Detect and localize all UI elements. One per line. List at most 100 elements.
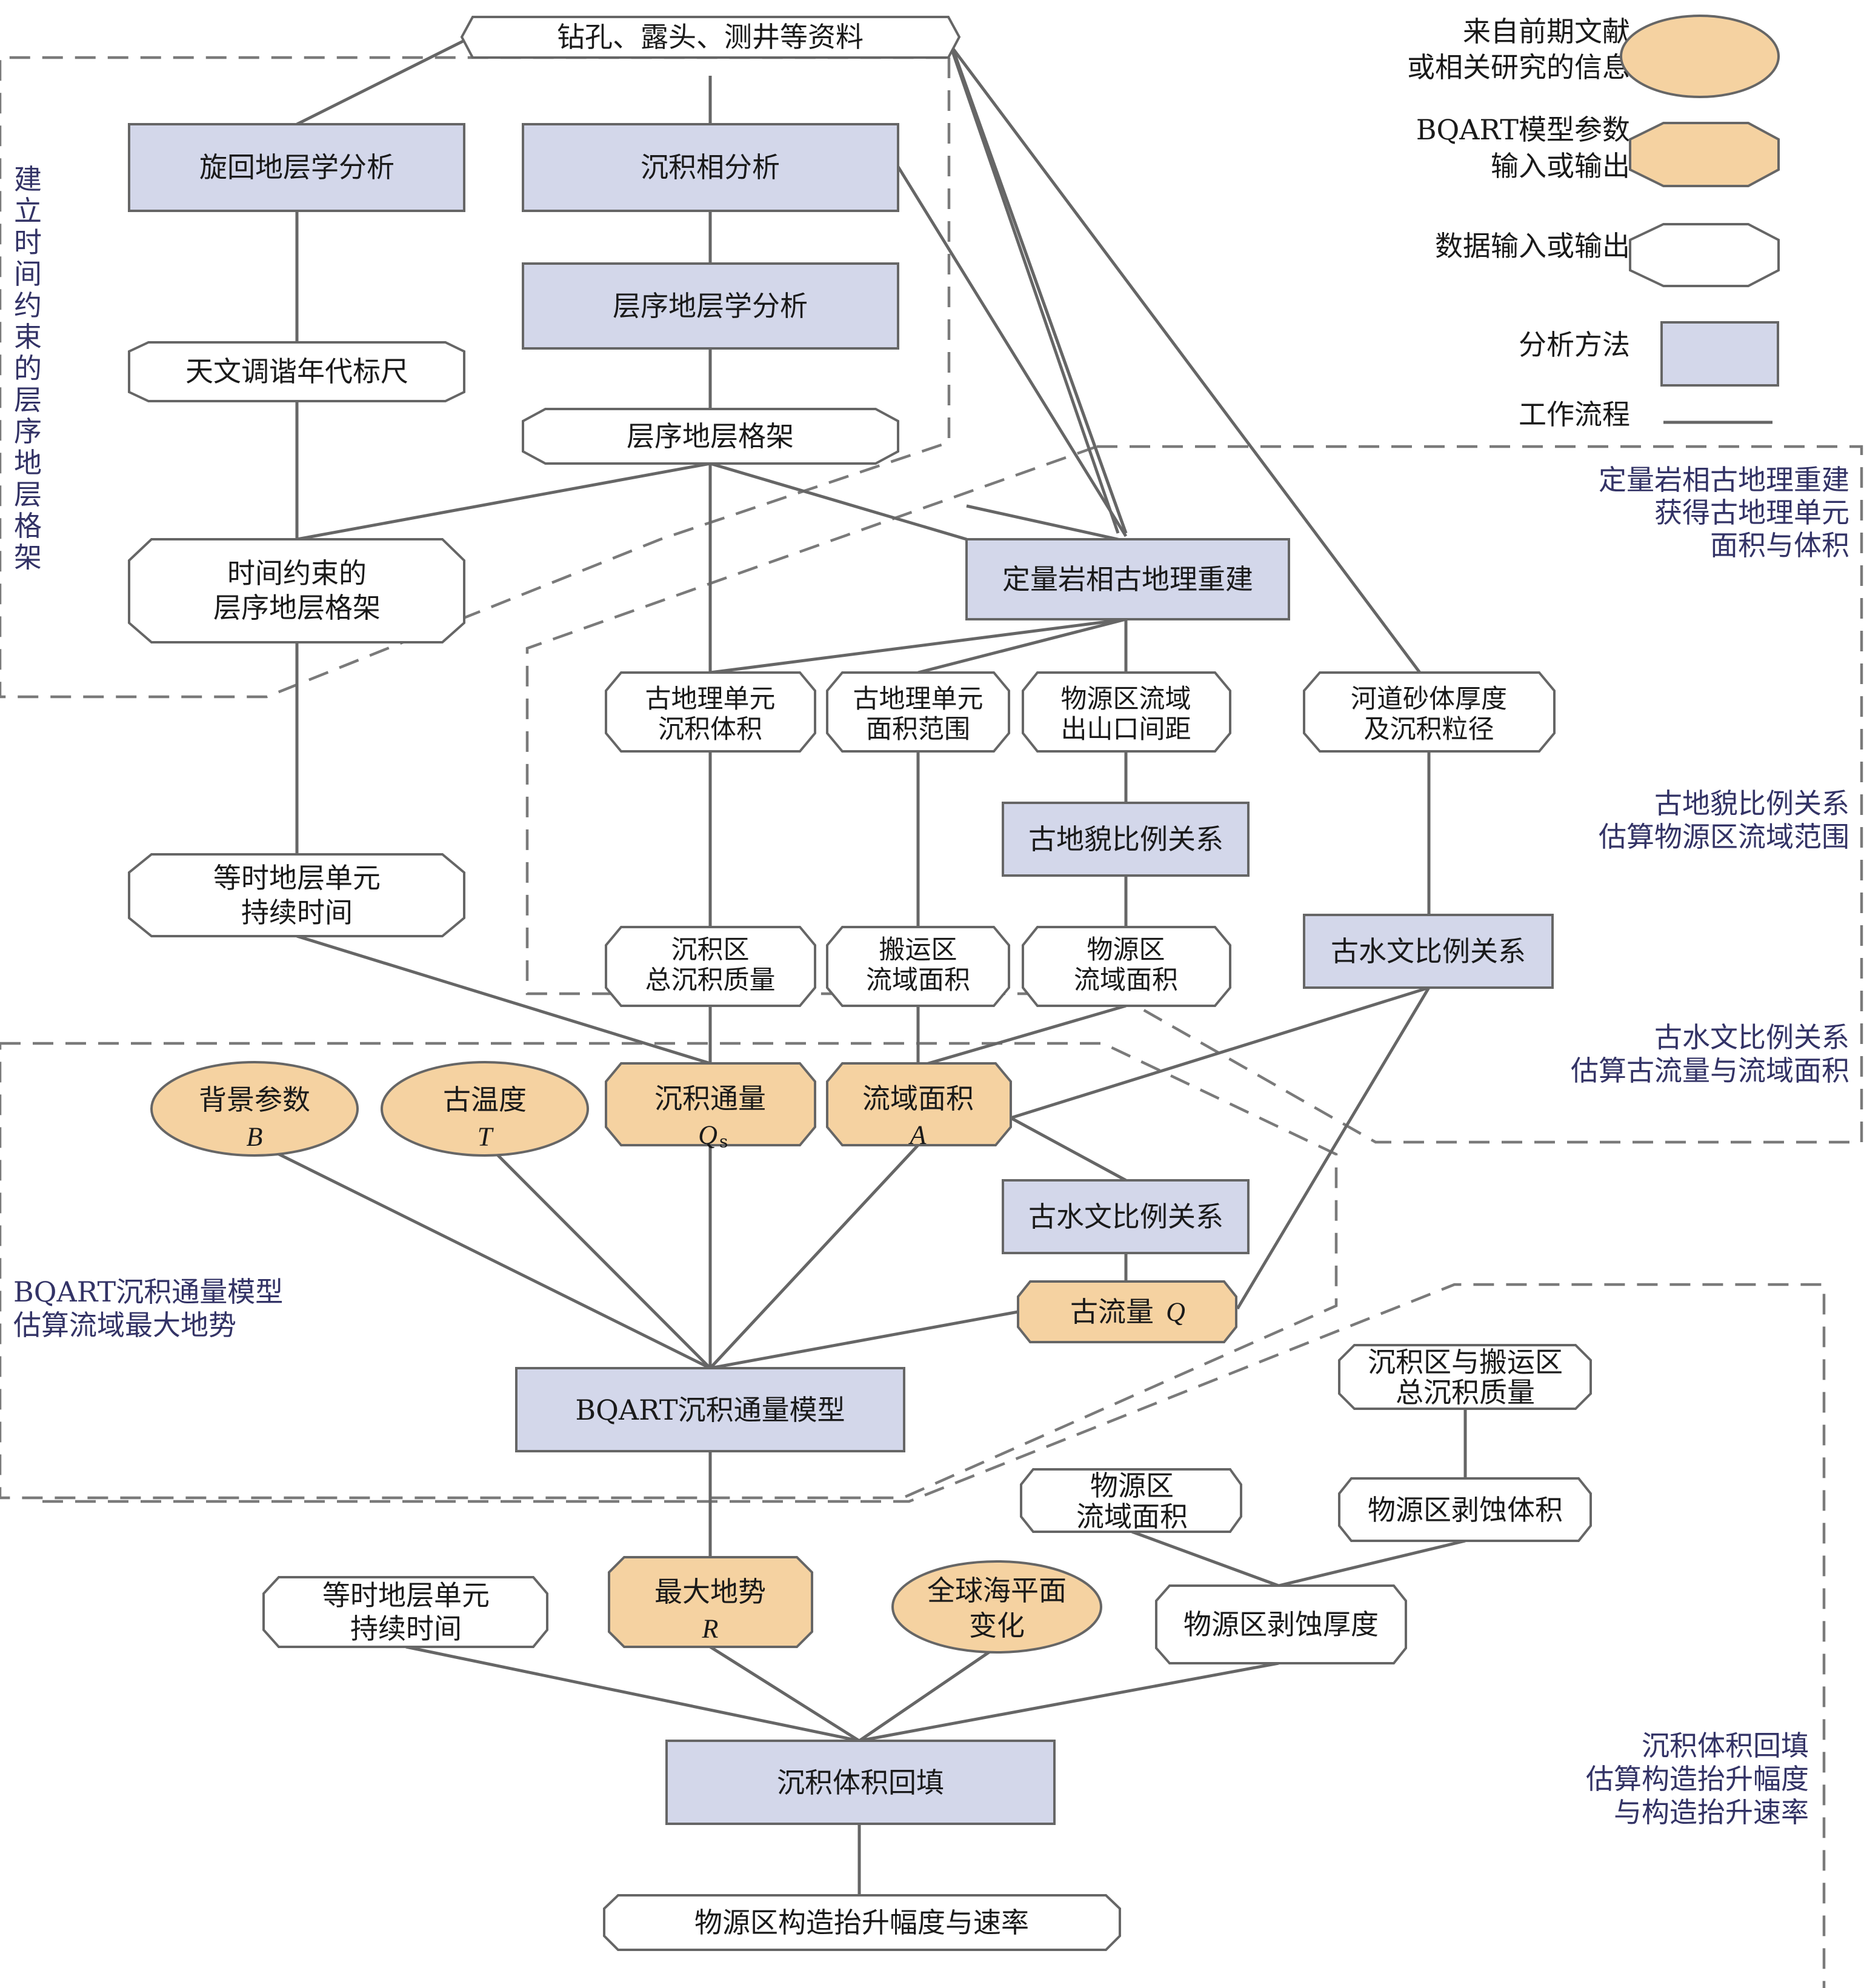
sink-mass-line1: 沉积区 — [671, 935, 750, 965]
background-param-symbol: B — [247, 1122, 263, 1152]
legend-workflow: 工作流程 — [1519, 398, 1630, 431]
timeframe-caption-char: 约 — [14, 289, 42, 322]
sea-level-line2: 变化 — [969, 1609, 1025, 1642]
timeframe-caption-char: 间 — [14, 258, 42, 290]
uplift-output-label: 物源区构造抬升幅度与速率 — [694, 1906, 1029, 1939]
outlet-spacing-line1: 物源区流域 — [1061, 684, 1191, 714]
bqart-model-method — [515, 1367, 905, 1452]
drainage-area-symbol: A — [908, 1120, 927, 1150]
legend: 来自前期文献 或相关研究的信息 BQART模型参数 输入或输出 数据输入或输出 … — [1407, 15, 1780, 431]
sink-transport-mass-line1: 沉积区与搬运区 — [1368, 1346, 1563, 1378]
nodes: 钻孔、露头、测井等资料 旋回地层学分析 沉积相分析 层序地层学分析 天文调谐年代… — [128, 16, 1592, 1951]
unit-duration-2-line1: 等时地层单元 — [322, 1579, 490, 1612]
temperature-param-label: 古温度 — [443, 1083, 527, 1116]
unit-duration-2-node — [262, 1576, 548, 1648]
source-area-line1: 物源区 — [1087, 935, 1165, 965]
max-relief-symbol: R — [702, 1614, 719, 1644]
sea-level-line1: 全球海平面 — [927, 1574, 1067, 1607]
sink-transport-mass-node — [1338, 1344, 1592, 1410]
volume-backfill-label: 沉积体积回填 — [777, 1766, 944, 1799]
flow-line — [947, 39, 1120, 534]
temperature-param-symbol: T — [478, 1122, 494, 1152]
boundary-bqart — [0, 1042, 1338, 1500]
sediment-flux-param — [605, 1062, 816, 1146]
max-relief-label: 最大地势 — [654, 1575, 766, 1608]
erosion-thickness-label: 物源区剥蚀厚度 — [1183, 1608, 1379, 1641]
flow-line — [296, 35, 474, 126]
flow-line — [296, 462, 711, 541]
cyclostratigraphy-method — [128, 123, 465, 212]
flow-line — [710, 1310, 1019, 1370]
geomorph-scaling-method — [1002, 802, 1250, 877]
background-param-label: 背景参数 — [199, 1083, 310, 1116]
flow-line — [1010, 1116, 1127, 1182]
flow-line — [858, 1645, 998, 1743]
cyclostratigraphy-label: 旋回地层学分析 — [199, 151, 394, 184]
source-area-line2: 流域面积 — [1074, 965, 1178, 996]
astro-timescale-label: 天文调谐年代标尺 — [185, 355, 408, 388]
unit-area-line1: 古地理单元 — [853, 684, 984, 714]
flow-lines — [253, 35, 1467, 1895]
bqart-caption-line2: 估算流域最大地势 — [13, 1309, 236, 1341]
orange-hexagon-shape-icon — [1629, 122, 1780, 187]
time-framework-node — [128, 538, 465, 643]
timeframe-caption-char: 的 — [14, 352, 42, 385]
backfill-caption-line3: 与构造抬升速率 — [1614, 1796, 1809, 1829]
time-framework-line2: 层序地层格架 — [213, 591, 381, 624]
hydro-scaling-method — [1303, 914, 1554, 989]
unit-duration-line2: 持续时间 — [241, 896, 353, 929]
flow-line — [253, 1140, 711, 1370]
boundary-paleogeo — [525, 445, 1863, 1144]
sequence-stratigraphy-label: 层序地层学分析 — [613, 290, 808, 322]
unit-duration-line1: 等时地层单元 — [213, 862, 381, 894]
backfill-caption-line2: 估算构造抬升幅度 — [1586, 1763, 1809, 1795]
geomorph-scaling-label: 古地貌比例关系 — [1028, 823, 1223, 856]
legend-data-io: 数据输入或输出 — [1435, 230, 1630, 262]
time-framework-line1: 时间约束的 — [227, 557, 367, 590]
sink-transport-mass-line2: 总沉积质量 — [1396, 1376, 1535, 1409]
flow-line — [709, 1645, 860, 1743]
hydro-caption-line2: 估算古流量与流域面积 — [1571, 1054, 1849, 1087]
unit-area-line2: 面积范围 — [866, 714, 970, 745]
flow-line — [966, 504, 1127, 543]
timeframe-caption-char: 建 — [14, 163, 42, 196]
paleogeo-caption-line1: 定量岩相古地理重建 — [1599, 464, 1849, 496]
timeframe-caption-char: 时 — [14, 226, 42, 259]
geomorph-caption-line2: 估算物源区流域范围 — [1599, 820, 1849, 853]
flow-line — [917, 617, 1127, 674]
sediment-flux-subscript: s — [719, 1132, 728, 1152]
hydro-scaling-method-2 — [1002, 1179, 1250, 1254]
timeframe-caption-char: 格 — [14, 510, 42, 542]
source-area-2-node — [1020, 1468, 1242, 1533]
flow-line — [1278, 1539, 1466, 1587]
legend-bqart-line2: 输入或输出 — [1491, 150, 1630, 182]
temperature-param-ellipse — [381, 1061, 589, 1157]
source-data-node — [460, 16, 961, 59]
unit-duration-node — [128, 853, 465, 937]
timeframe-caption-char: 层 — [14, 384, 42, 416]
legend-bqart-line1: BQART模型参数 — [1416, 113, 1630, 146]
hydro-caption-line1: 古水文比例关系 — [1654, 1021, 1849, 1054]
sink-mass-node — [605, 926, 816, 1007]
erosion-thickness-node — [1155, 1584, 1407, 1664]
sediment-flux-symbol: Q — [698, 1120, 717, 1150]
facies-method — [522, 123, 899, 212]
source-area-node — [1022, 926, 1231, 1007]
flow-line — [710, 462, 967, 541]
unit-area-node — [826, 671, 1010, 753]
outlet-spacing-node — [1022, 671, 1231, 753]
boundary-timeframe — [0, 56, 951, 699]
timeframe-caption-char: 地 — [14, 447, 42, 479]
bqart-model-label: BQART沉积通量模型 — [575, 1394, 845, 1426]
timeframe-caption-char: 立 — [14, 194, 42, 227]
flow-line — [1131, 1530, 1279, 1587]
legend-literature-line2: 或相关研究的信息 — [1407, 51, 1630, 84]
channel-thickness-line2: 及沉积粒径 — [1364, 714, 1494, 745]
paleo-discharge-param — [1017, 1280, 1237, 1343]
astro-timescale-node — [128, 341, 465, 402]
boundary-backfill — [42, 1283, 1826, 1988]
erosion-volume-node — [1338, 1477, 1592, 1542]
bqart-caption-line1: BQART沉积通量模型 — [13, 1275, 283, 1308]
